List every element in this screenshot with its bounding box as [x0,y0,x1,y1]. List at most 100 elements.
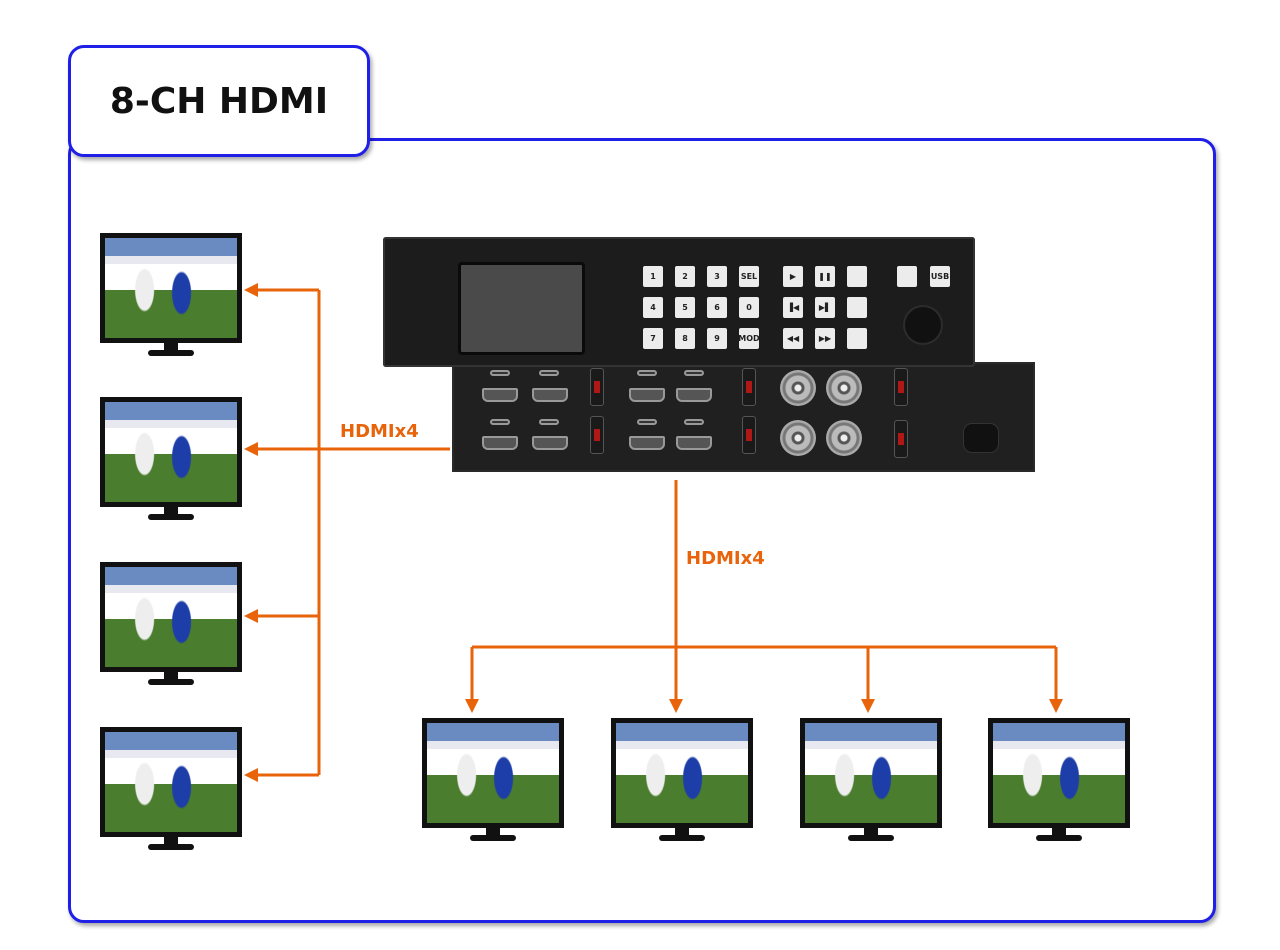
transport-button[interactable] [847,328,867,349]
monitor-base [148,844,194,850]
arrow-head [244,442,258,456]
usb-c-port [539,370,559,376]
title: 8-CH HDMI [109,80,329,122]
device-rear-panel [452,362,1035,472]
usb-stick [894,420,908,458]
arrow-head [465,699,479,713]
monitor-4 [100,727,242,852]
control-knob[interactable] [905,307,941,343]
keypad-button[interactable]: 7 [643,328,663,349]
monitor-screen [100,562,242,672]
soccer-image [105,732,237,832]
soccer-image [105,238,237,338]
hdmi-port [676,436,712,450]
hdmi-port [629,436,665,450]
bnc-connector [826,370,862,406]
keypad-button[interactable]: 4 [643,297,663,318]
soccer-image [105,402,237,502]
monitor-stand [1052,828,1066,836]
monitor-8 [988,718,1130,843]
monitor-base [470,835,516,841]
left-output-label: HDMIx4 [340,421,419,442]
hdmi-port [532,436,568,450]
arrow-head [669,699,683,713]
keypad-button[interactable]: SEL [739,266,759,287]
usb-c-port [490,419,510,425]
bottom-bus-line [470,645,1058,700]
monitor-stand [164,672,178,680]
monitor-stand [164,343,178,351]
keypad-button[interactable]: 6 [707,297,727,318]
monitor-7 [800,718,942,843]
transport-button[interactable]: ▶▌ [815,297,835,318]
keypad-button[interactable]: 9 [707,328,727,349]
soccer-image [993,723,1125,823]
monitor-screen [800,718,942,828]
usb-stick [894,368,908,406]
usb-stick [590,416,604,454]
usb-button[interactable]: USB [930,266,950,287]
transport-button[interactable]: ❚❚ [815,266,835,287]
usb-c-port [637,419,657,425]
keypad-button[interactable]: 5 [675,297,695,318]
monitor-3 [100,562,242,687]
transport-button[interactable] [847,266,867,287]
monitor-screen [422,718,564,828]
keypad-button[interactable]: 2 [675,266,695,287]
monitor-1 [100,233,242,358]
arrow-head [244,609,258,623]
monitor-5 [422,718,564,843]
usb-stick [590,368,604,406]
usb-stick [742,368,756,406]
arrow-head [244,283,258,297]
keypad-button[interactable]: 0 [739,297,759,318]
usb-c-port [490,370,510,376]
hdmi-port [482,388,518,402]
bnc-connector [780,420,816,456]
power-connector [964,424,998,452]
monitor-stand [675,828,689,836]
arrow-head [1049,699,1063,713]
transport-button[interactable]: ▶▶ [815,328,835,349]
monitor-stand [864,828,878,836]
transport-button[interactable] [847,297,867,318]
monitor-screen [988,718,1130,828]
monitor-base [1036,835,1082,841]
transport-button[interactable]: ◀◀ [783,328,803,349]
soccer-image [427,723,559,823]
arrow-head [244,768,258,782]
transport-button[interactable]: ▐◀ [783,297,803,318]
monitor-stand [164,507,178,515]
monitor-base [148,350,194,356]
aux-button[interactable] [897,266,917,287]
soccer-image [805,723,937,823]
monitor-screen [611,718,753,828]
bottom-output-label: HDMIx4 [686,548,765,569]
left-branch-lines [255,288,319,777]
monitor-base [148,514,194,520]
hdmi-port [532,388,568,402]
keypad-button[interactable]: 1 [643,266,663,287]
hdmi-port [676,388,712,402]
usb-c-port [539,419,559,425]
keypad-button[interactable]: 8 [675,328,695,349]
monitor-base [848,835,894,841]
monitor-screen [100,233,242,343]
monitor-6 [611,718,753,843]
soccer-image [616,723,748,823]
usb-c-port [684,370,704,376]
title-tab: 8-CH HDMI [68,45,370,157]
usb-c-port [684,419,704,425]
monitor-stand [486,828,500,836]
keypad-button[interactable]: 3 [707,266,727,287]
transport-button[interactable]: ▶ [783,266,803,287]
usb-stick [742,416,756,454]
bnc-connector [780,370,816,406]
monitor-base [148,679,194,685]
keypad-button[interactable]: MOD [738,328,760,349]
lcd-screen [458,262,585,355]
bnc-connector [826,420,862,456]
monitor-screen [100,397,242,507]
